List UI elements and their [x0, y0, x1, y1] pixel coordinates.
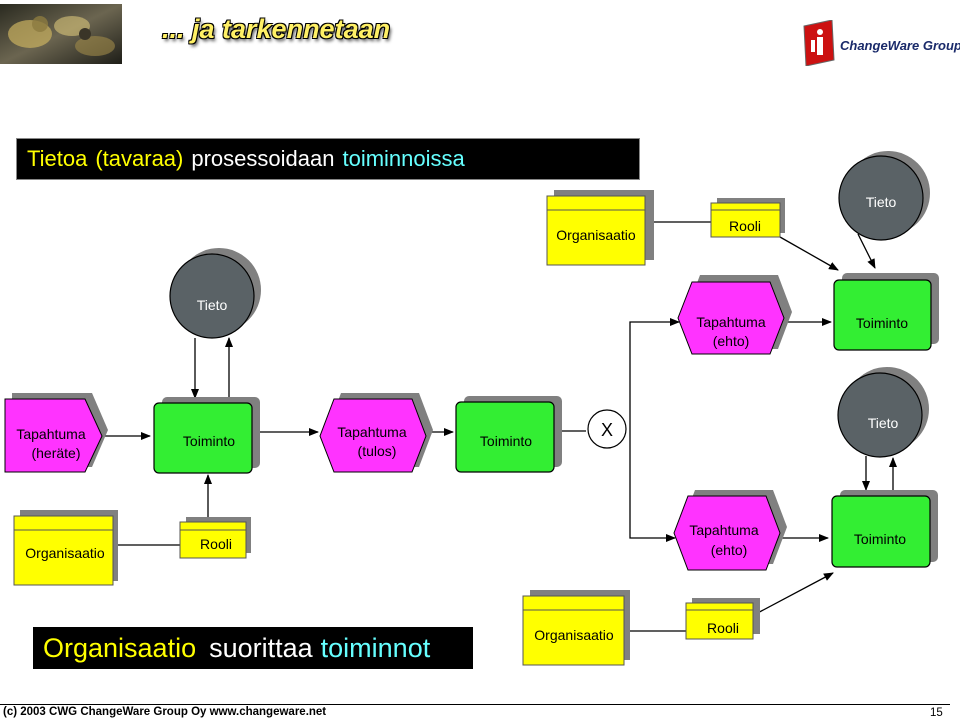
- node-body: [522, 595, 625, 666]
- node-body: [831, 495, 931, 568]
- node-label-line1: Tapahtuma: [696, 314, 765, 330]
- connectors: [103, 221, 897, 632]
- node-label: Toiminto: [856, 315, 908, 331]
- node-body: [685, 602, 754, 640]
- node-body: [710, 202, 781, 238]
- rooli-node-top[interactable]: Rooli: [710, 198, 785, 238]
- banner-top-word: toiminnoissa: [342, 146, 465, 171]
- node-body: [833, 279, 932, 351]
- rooli-node-left[interactable]: Rooli: [179, 517, 251, 559]
- node-body: [179, 521, 247, 559]
- node-body: [13, 515, 114, 586]
- footer-copyright: (c) 2003 CWG ChangeWare Group Oy www.cha…: [3, 706, 327, 718]
- node-label: Rooli: [707, 620, 739, 636]
- tieto-node-mid-right[interactable]: Tieto: [837, 367, 929, 458]
- node-body: [153, 402, 253, 474]
- header-decorative-image: [0, 4, 122, 64]
- node-label: Toiminto: [854, 531, 906, 547]
- arrow-tieto-to-toiminto: [857, 233, 876, 269]
- node-label: Rooli: [729, 218, 761, 234]
- xor-connector[interactable]: X: [587, 409, 627, 449]
- rooli-node-bottom[interactable]: Rooli: [685, 598, 760, 640]
- node-body: [587, 409, 627, 449]
- banner-bottom: Organisaatio suorittaa toiminnot: [33, 627, 473, 669]
- node-label: Organisaatio: [556, 227, 636, 243]
- node-label-line1: Tapahtuma: [689, 522, 758, 538]
- node-body: [319, 398, 427, 473]
- organisaatio-node-top[interactable]: Organisaatio: [546, 190, 654, 266]
- node-body: [837, 372, 923, 458]
- process-diagram: Organisaatio Rooli Tieto Tieto Tapahtuma…: [4, 151, 939, 666]
- node-body: [673, 495, 781, 571]
- arrow-xor-to-ehto-bottom: [629, 431, 676, 542]
- node-label: Rooli: [200, 536, 232, 552]
- node-label: Tieto: [197, 297, 228, 313]
- node-label: Toiminto: [183, 433, 235, 449]
- node-body: [4, 398, 103, 473]
- toiminto-node-top-right[interactable]: Toiminto: [833, 273, 939, 351]
- tapahtuma-herate-node[interactable]: Tapahtuma (heräte): [4, 393, 108, 473]
- organisaatio-node-left[interactable]: Organisaatio: [13, 510, 118, 586]
- node-label-line2: (ehto): [713, 333, 750, 349]
- toiminto-node-mid-2[interactable]: Toiminto: [455, 396, 562, 473]
- banner-top: Tietoa (tavaraa) prosessoidaan toiminnoi…: [16, 138, 640, 180]
- banner-top-word: Tietoa: [27, 146, 88, 171]
- tapahtuma-tulos-node[interactable]: Tapahtuma (tulos): [319, 393, 433, 473]
- tapahtuma-ehto-node-bottom[interactable]: Tapahtuma (ehto): [673, 490, 787, 571]
- tapahtuma-ehto-node-top[interactable]: Tapahtuma (ehto): [677, 275, 792, 355]
- node-label-line2: (tulos): [358, 443, 397, 459]
- node-label: Tieto: [866, 194, 897, 210]
- tieto-node-top-right[interactable]: Tieto: [838, 151, 930, 241]
- page-title: ... ja tarkennetaan: [162, 14, 391, 44]
- node-label: Tieto: [868, 415, 899, 431]
- node-label: X: [601, 420, 613, 440]
- node-label-line2: (heräte): [31, 445, 80, 461]
- node-body: [169, 253, 255, 339]
- brand-name: ChangeWare Group: [840, 38, 960, 53]
- node-body: [838, 155, 924, 241]
- node-body: [546, 195, 646, 266]
- banner-bottom-word: toiminnot: [320, 632, 431, 663]
- node-label: Organisaatio: [25, 545, 105, 561]
- node-label: Toiminto: [480, 433, 532, 449]
- arrow-xor-to-ehto-top: [629, 318, 680, 431]
- node-label-line2: (ehto): [711, 542, 748, 558]
- toiminto-node-mid-1[interactable]: Toiminto: [153, 397, 260, 474]
- node-label-line1: Tapahtuma: [16, 426, 85, 442]
- node-body: [677, 281, 785, 355]
- banner-bottom-word: suorittaa: [209, 632, 313, 663]
- footer-divider: [0, 704, 950, 705]
- page-number: 15: [930, 707, 943, 719]
- banner-bottom-word: Organisaatio: [43, 632, 197, 663]
- node-label-line1: Tapahtuma: [337, 424, 406, 440]
- node-label: Organisaatio: [534, 627, 614, 643]
- organisaatio-node-bottom[interactable]: Organisaatio: [522, 590, 630, 666]
- banner-top-word: (tavaraa): [95, 146, 184, 171]
- tieto-node-top-left[interactable]: Tieto: [169, 248, 261, 339]
- banner-top-word: prosessoidaan: [191, 146, 335, 171]
- arrow-rooli-to-toiminto-bottom: [751, 572, 834, 617]
- toiminto-node-bottom-right[interactable]: Toiminto: [831, 490, 938, 568]
- changeware-logo-icon: [803, 20, 835, 66]
- arrow-rooli-to-toiminto: [779, 236, 839, 271]
- node-body: [455, 401, 555, 473]
